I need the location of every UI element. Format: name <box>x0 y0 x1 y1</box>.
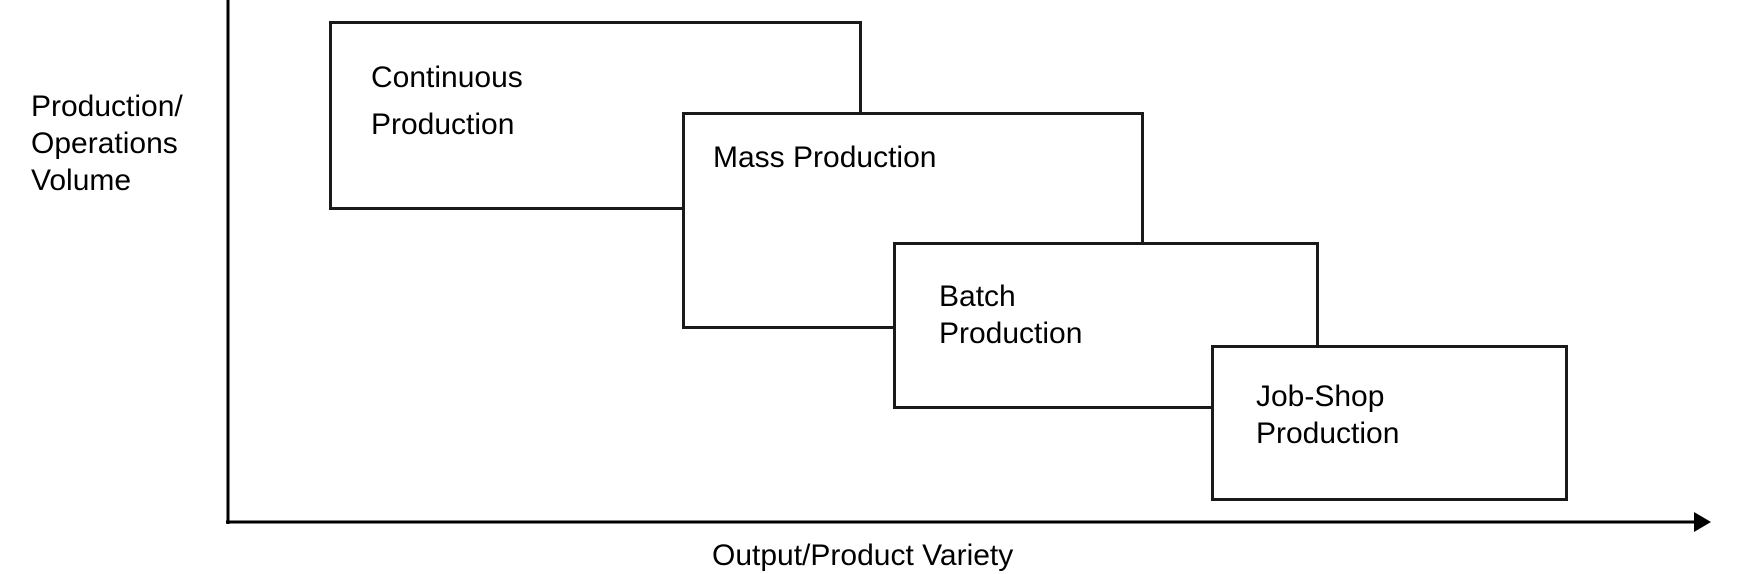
job-shop-production-label: Job-Shop Production <box>1256 380 1400 450</box>
y-axis-label: Production/ Operations Volume <box>31 90 183 197</box>
job-shop-production-box: Job-Shop Production <box>1211 345 1568 501</box>
mass-production-label: Mass Production <box>713 141 937 174</box>
continuous-production-label: Continuous Production <box>371 61 523 141</box>
x-axis-label: Output/Product Variety <box>712 539 1014 572</box>
batch-production-label: Batch Production <box>939 280 1083 350</box>
x-axis-arrowhead <box>1694 512 1711 532</box>
